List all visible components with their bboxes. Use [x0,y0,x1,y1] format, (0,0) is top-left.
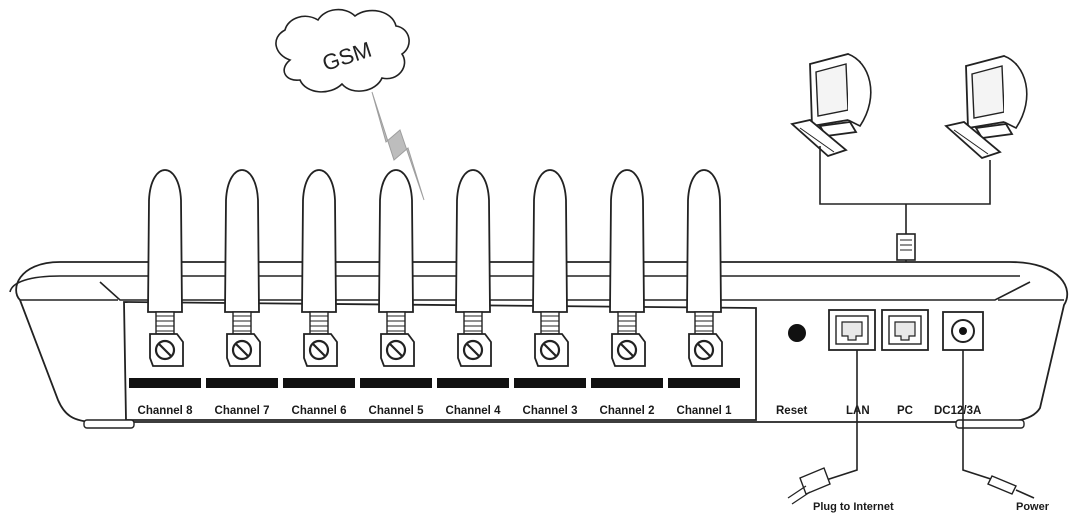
antenna-channel-7 [224,169,261,367]
channel-label-group: Channel 8 Channel 7 Channel 6 Channel 5 Chan… [129,378,740,417]
antenna-channel-2 [609,169,646,367]
reset-label: Reset [776,405,807,417]
channel-label: Channel 5 [369,405,425,417]
antenna-channel-6 [301,169,338,367]
lan-label: LAN [846,405,870,417]
channel-label-bar [360,378,432,388]
internet-cable-label: Plug to Internet [813,501,894,513]
antenna-channel-8 [147,169,184,367]
channel-label-bar [668,378,740,388]
channel-label: Channel 4 [446,405,502,417]
gsm-signal-bolt [371,91,425,201]
pc-label: PC [897,405,913,417]
gsm-cloud: GSM [275,8,410,93]
channel-label-bar [206,378,278,388]
pc-computer-left [790,53,872,158]
internet-cable [787,350,858,505]
lan-hub-wiring [819,146,991,268]
channel-label: Channel 3 [523,405,578,417]
channel-label-bar [437,378,509,388]
channel-label: Channel 6 [292,405,347,417]
channel-label-bar [591,378,663,388]
dc-power-jack[interactable] [942,311,984,351]
channel-label: Channel 8 [138,405,194,417]
channel-label: Channel 1 [677,405,733,417]
channel-label: Channel 2 [600,405,655,417]
antenna-channel-4 [455,169,492,367]
antenna-channel-3 [532,169,569,367]
channel-label: Channel 7 [215,405,270,417]
antenna-channel-5 [378,169,415,367]
reset-button[interactable] [788,324,806,342]
pc-port[interactable] [881,309,929,351]
pc-computer-right [944,55,1028,160]
antenna-group [147,169,723,367]
channel-label-bar [514,378,586,388]
lan-port[interactable] [828,309,876,351]
power-cable-label: Power [1016,501,1050,513]
power-cable [962,350,1035,499]
antenna-channel-1 [686,169,723,367]
channel-label-bar [283,378,355,388]
channel-label-bar [129,378,201,388]
dc-label: DC12/3A [934,405,981,417]
